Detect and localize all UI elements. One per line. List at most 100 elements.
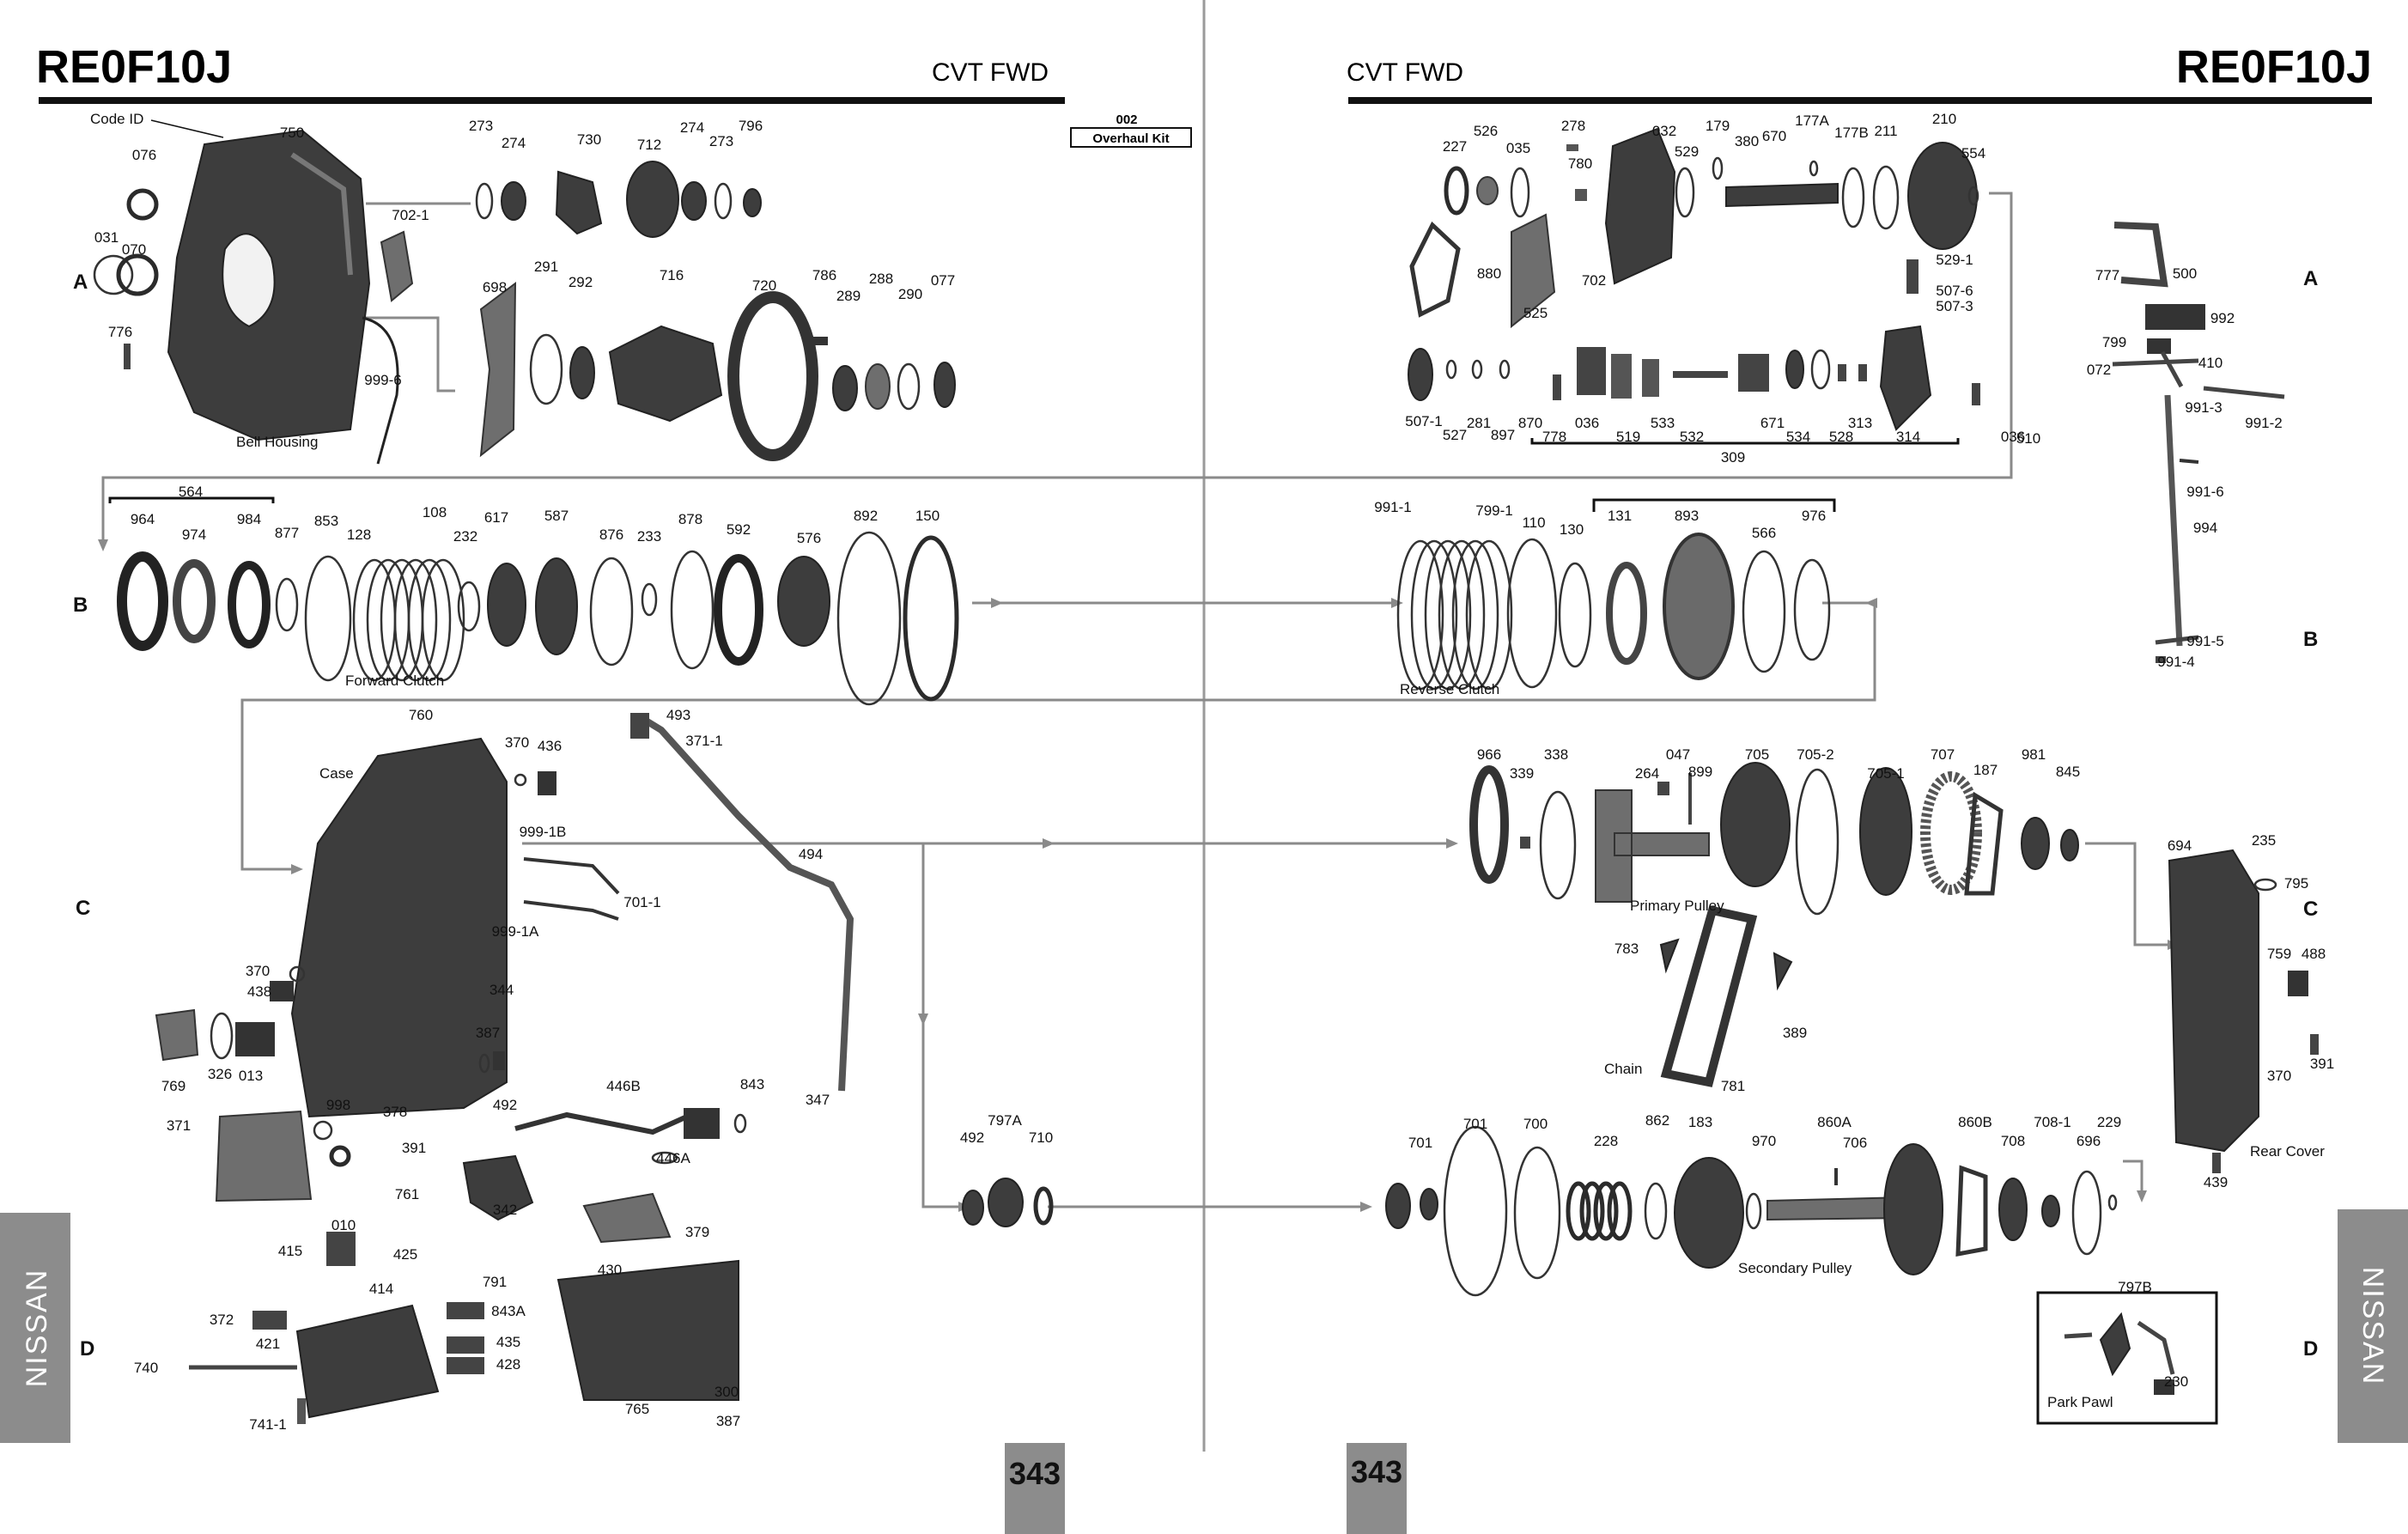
kit-box xyxy=(1070,127,1192,148)
part-288 xyxy=(865,363,891,410)
part-877 xyxy=(275,577,299,632)
part-291 xyxy=(529,333,563,405)
part-730 xyxy=(555,170,603,235)
part-label-177b: 177B xyxy=(1834,125,1869,141)
part-label-010: 010 xyxy=(331,1217,356,1233)
part-300 xyxy=(556,1259,739,1401)
part-995-spring xyxy=(2137,1320,2175,1375)
part-label-421: 421 xyxy=(256,1336,280,1352)
part-183 xyxy=(1513,1146,1561,1280)
part-label-870: 870 xyxy=(1518,415,1542,431)
page-number-right: 343 xyxy=(1351,1454,1402,1489)
part-label-701-1: 701-1 xyxy=(623,894,660,910)
part-076 xyxy=(126,188,159,221)
part-274a xyxy=(501,181,526,221)
part-label-730: 730 xyxy=(577,131,601,148)
part-label-880: 880 xyxy=(1477,265,1501,282)
part-370c xyxy=(289,965,306,983)
part-label-860a: 860A xyxy=(1817,1114,1852,1130)
caption-forward-clutch: Forward Clutch xyxy=(345,673,444,689)
part-label-435: 435 xyxy=(496,1334,520,1350)
bracket-500 xyxy=(1530,438,1960,445)
part-507 xyxy=(1906,259,1918,294)
part-587 xyxy=(535,557,578,655)
part-077 xyxy=(933,362,956,408)
part-label-795: 795 xyxy=(2284,875,2308,892)
part-710 xyxy=(988,1178,1024,1227)
part-label-230: 230 xyxy=(2164,1373,2188,1390)
part-387a xyxy=(478,1053,490,1074)
part-label-370: 370 xyxy=(2267,1068,2291,1084)
part-347 xyxy=(733,1113,747,1134)
header-rule-right xyxy=(1348,97,2372,104)
part-label-235: 235 xyxy=(2252,832,2276,849)
part-label-701: 701 xyxy=(1463,1116,1487,1132)
part-label-031: 031 xyxy=(94,229,119,246)
part-510 xyxy=(1879,325,1932,431)
part-label-032: 032 xyxy=(1652,123,1676,139)
part-966 xyxy=(1663,533,1735,680)
part-label-705-1: 705-1 xyxy=(1867,765,1904,782)
part-label-994: 994 xyxy=(2193,520,2217,536)
part-label-179: 179 xyxy=(1706,118,1730,134)
model-title-right: RE0F10J xyxy=(2176,41,2372,93)
part-label-796: 796 xyxy=(739,118,763,134)
part-233 xyxy=(641,582,658,617)
part-976 xyxy=(1606,562,1647,665)
part-391 xyxy=(2253,878,2277,892)
part-892 xyxy=(836,531,902,706)
part-698 xyxy=(479,281,517,458)
part-995-pin xyxy=(2064,1332,2093,1339)
part-label-273: 273 xyxy=(469,118,493,134)
brand-tab-left xyxy=(0,1213,70,1443)
transmission-type-left: CVT FWD xyxy=(932,58,1049,87)
part-label-274: 274 xyxy=(502,135,526,151)
part-label-389: 389 xyxy=(1783,1025,1807,1041)
part-781 xyxy=(2212,1153,2221,1173)
row-label-c-left: C xyxy=(76,897,90,920)
part-278 xyxy=(1510,167,1530,218)
part-031 xyxy=(93,254,134,295)
part-label-130: 130 xyxy=(1560,521,1584,538)
part-label-292: 292 xyxy=(569,274,593,290)
part-label-845: 845 xyxy=(2056,764,2080,780)
part-label-289: 289 xyxy=(836,288,860,304)
part-label-760: 760 xyxy=(409,707,433,723)
part-label-150: 150 xyxy=(915,508,939,524)
part-label-076: 076 xyxy=(132,147,156,163)
part-label-587: 587 xyxy=(544,508,569,524)
part-label-228: 228 xyxy=(1594,1133,1618,1149)
part-label-696: 696 xyxy=(2077,1133,2101,1149)
part-label-698: 698 xyxy=(483,279,507,295)
part-label-759: 759 xyxy=(2267,946,2291,962)
part-289 xyxy=(832,365,858,411)
part-label-177a: 177A xyxy=(1795,113,1829,129)
part-label-527: 527 xyxy=(1443,427,1467,443)
part-label-036: 036 xyxy=(1575,415,1599,431)
part-label-380: 380 xyxy=(1735,133,1759,149)
part-label-370: 370 xyxy=(246,963,270,979)
part-264 xyxy=(1469,765,1509,884)
part-label-313: 313 xyxy=(1848,415,1872,431)
part-984 xyxy=(228,561,271,648)
part-label-492: 492 xyxy=(960,1129,984,1146)
part-label-769: 769 xyxy=(161,1078,185,1094)
part-label-211: 211 xyxy=(1874,123,1897,139)
part-845 xyxy=(1920,771,1982,895)
part-862 xyxy=(1443,1125,1508,1297)
part-label-526: 526 xyxy=(1474,123,1498,139)
part-435 xyxy=(447,1302,484,1319)
part-428 xyxy=(447,1336,484,1354)
part-label-707: 707 xyxy=(1931,746,1955,763)
part-label-278: 278 xyxy=(1561,118,1585,134)
part-label-843: 843 xyxy=(740,1076,764,1093)
part-421 xyxy=(252,1311,287,1330)
part-178 xyxy=(2107,1194,2118,1211)
part-494 xyxy=(636,713,854,1092)
part-label-670: 670 xyxy=(1762,128,1786,144)
part-592 xyxy=(714,554,763,666)
part-label-372: 372 xyxy=(210,1312,234,1328)
part-label-720: 720 xyxy=(752,277,776,294)
part-label-778: 778 xyxy=(1542,429,1566,445)
